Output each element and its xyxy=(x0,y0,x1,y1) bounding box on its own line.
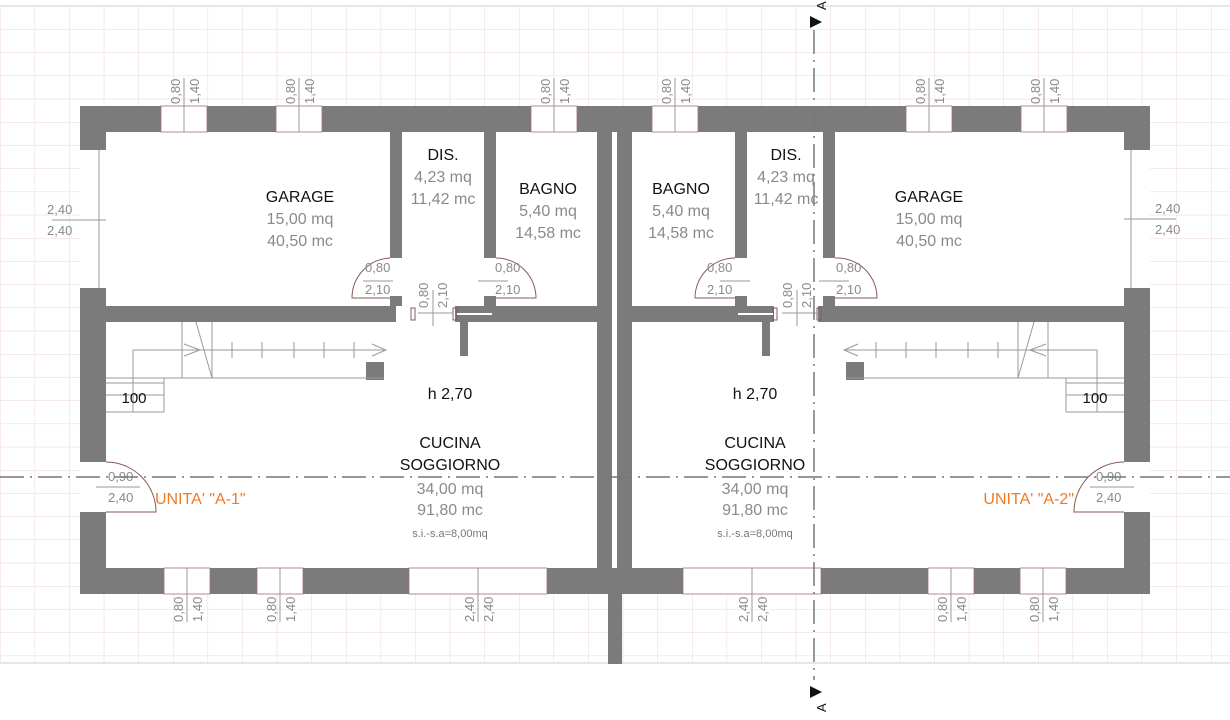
svg-text:2,40: 2,40 xyxy=(481,597,496,622)
svg-text:1,40: 1,40 xyxy=(678,79,693,104)
svg-text:34,00 mq: 34,00 mq xyxy=(417,481,484,498)
svg-text:0,80: 0,80 xyxy=(1027,597,1042,622)
svg-text:GARAGE: GARAGE xyxy=(266,189,334,206)
svg-text:1,40: 1,40 xyxy=(557,79,572,104)
svg-text:11,42 mc: 11,42 mc xyxy=(754,191,819,208)
svg-text:DIS.: DIS. xyxy=(770,147,801,164)
svg-text:34,00 mq: 34,00 mq xyxy=(722,481,789,498)
stair-left xyxy=(106,321,388,413)
svg-text:11,42 mc: 11,42 mc xyxy=(411,191,476,208)
svg-text:91,80 mc: 91,80 mc xyxy=(417,502,483,519)
room-dis-right: DIS. 4,23 mq 11,42 mc xyxy=(754,147,819,208)
svg-text:0,80: 0,80 xyxy=(913,79,928,104)
svg-text:14,58 mc: 14,58 mc xyxy=(515,225,581,242)
svg-text:2,10: 2,10 xyxy=(495,282,520,297)
svg-text:2,40: 2,40 xyxy=(47,202,72,217)
window-width-label: 0,80 xyxy=(168,79,183,104)
svg-text:CUCINA: CUCINA xyxy=(724,435,786,452)
svg-text:0,80: 0,80 xyxy=(659,79,674,104)
svg-text:1,40: 1,40 xyxy=(283,597,298,622)
svg-text:5,40 mq: 5,40 mq xyxy=(519,203,577,220)
svg-text:0,80: 0,80 xyxy=(1028,79,1043,104)
unit-label-right: UNITA' "A-2" xyxy=(983,491,1074,508)
svg-text:CUCINA: CUCINA xyxy=(419,435,481,452)
svg-text:0,80: 0,80 xyxy=(416,283,431,308)
stair-right xyxy=(842,321,1124,413)
svg-text:s.i.-s.a=8,00mq: s.i.-s.a=8,00mq xyxy=(717,528,793,540)
svg-text:1,40: 1,40 xyxy=(954,597,969,622)
svg-text:2,10: 2,10 xyxy=(799,283,814,308)
svg-text:1,40: 1,40 xyxy=(302,79,317,104)
door-dims: 0,80 2,10 0,80 2,10 0,80 2,10 0,80 2,10 … xyxy=(108,260,1121,505)
window-height-label: 1,40 xyxy=(187,79,202,104)
section-marker-top: A xyxy=(810,1,829,28)
window-dims-bottom: 0,80 1,40 0,80 1,40 2,40 2,40 2,40 2,40 … xyxy=(171,597,1061,622)
room-garage-right: GARAGE 15,00 mq 40,50 mc xyxy=(895,189,963,250)
svg-text:40,50 mc: 40,50 mc xyxy=(896,233,962,250)
svg-text:0,80: 0,80 xyxy=(264,597,279,622)
stair-width-right: 100 xyxy=(1082,390,1107,407)
svg-text:h 2,70: h 2,70 xyxy=(428,386,473,403)
doors xyxy=(105,257,1125,513)
unit-label-left: UNITA' "A-1" xyxy=(155,491,246,508)
svg-text:0,80: 0,80 xyxy=(495,260,520,275)
svg-text:2,10: 2,10 xyxy=(836,282,861,297)
svg-text:BAGNO: BAGNO xyxy=(519,181,577,198)
svg-text:1,40: 1,40 xyxy=(1046,597,1061,622)
room-bagno-right: BAGNO 5,40 mq 14,58 mc xyxy=(648,181,714,242)
room-garage-left: GARAGE 15,00 mq 40,50 mc xyxy=(266,189,334,250)
svg-text:2,40: 2,40 xyxy=(47,223,72,238)
svg-text:0,80: 0,80 xyxy=(538,79,553,104)
svg-text:0,80: 0,80 xyxy=(171,597,186,622)
svg-text:2,40: 2,40 xyxy=(462,597,477,622)
room-living-left: h 2,70 CUCINA SOGGIORNO 34,00 mq 91,80 m… xyxy=(400,386,500,540)
svg-text:1,40: 1,40 xyxy=(932,79,947,104)
svg-text:0,80: 0,80 xyxy=(836,260,861,275)
room-bagno-left: BAGNO 5,40 mq 14,58 mc xyxy=(515,181,581,242)
svg-text:5,40 mq: 5,40 mq xyxy=(652,203,710,220)
section-lines xyxy=(0,30,1230,680)
svg-text:h 2,70: h 2,70 xyxy=(733,386,778,403)
svg-text:0,80: 0,80 xyxy=(707,260,732,275)
svg-text:4,23 mq: 4,23 mq xyxy=(757,169,815,186)
svg-text:4,23 mq: 4,23 mq xyxy=(414,169,472,186)
svg-text:SOGGIORNO: SOGGIORNO xyxy=(705,457,805,474)
svg-text:14,58 mc: 14,58 mc xyxy=(648,225,714,242)
svg-text:2,10: 2,10 xyxy=(365,282,390,297)
garage-door-dims: 2,40 2,40 2,40 2,40 xyxy=(47,201,1180,238)
svg-text:A: A xyxy=(814,703,829,712)
svg-text:0,80: 0,80 xyxy=(365,260,390,275)
svg-text:A: A xyxy=(814,1,829,10)
svg-text:91,80 mc: 91,80 mc xyxy=(722,502,788,519)
svg-text:2,10: 2,10 xyxy=(435,283,450,308)
svg-text:BAGNO: BAGNO xyxy=(652,181,710,198)
svg-text:s.i.-s.a=8,00mq: s.i.-s.a=8,00mq xyxy=(412,528,488,540)
svg-text:2,40: 2,40 xyxy=(1096,490,1121,505)
room-living-right: h 2,70 CUCINA SOGGIORNO 34,00 mq 91,80 m… xyxy=(705,386,805,540)
section-marker-bottom: A xyxy=(810,686,829,712)
svg-text:0,80: 0,80 xyxy=(780,283,795,308)
svg-text:15,00 mq: 15,00 mq xyxy=(267,211,334,228)
svg-text:2,10: 2,10 xyxy=(707,282,732,297)
svg-text:2,40: 2,40 xyxy=(736,597,751,622)
svg-text:0,80: 0,80 xyxy=(935,597,950,622)
room-dis-left: DIS. 4,23 mq 11,42 mc xyxy=(411,147,476,208)
svg-text:2,40: 2,40 xyxy=(108,490,133,505)
svg-text:SOGGIORNO: SOGGIORNO xyxy=(400,457,500,474)
svg-text:2,40: 2,40 xyxy=(1155,222,1180,237)
svg-text:GARAGE: GARAGE xyxy=(895,189,963,206)
window-dims-top: 0,80 1,40 0,80 1,40 0,80 1,40 0,80 1,40 … xyxy=(168,79,1062,104)
svg-text:1,40: 1,40 xyxy=(1047,79,1062,104)
svg-text:15,00 mq: 15,00 mq xyxy=(896,211,963,228)
svg-text:1,40: 1,40 xyxy=(190,597,205,622)
stair-width-left: 100 xyxy=(121,390,146,407)
svg-text:0,80: 0,80 xyxy=(283,79,298,104)
svg-text:2,40: 2,40 xyxy=(755,597,770,622)
svg-text:DIS.: DIS. xyxy=(427,147,458,164)
svg-text:2,40: 2,40 xyxy=(1155,201,1180,216)
svg-text:40,50 mc: 40,50 mc xyxy=(267,233,333,250)
